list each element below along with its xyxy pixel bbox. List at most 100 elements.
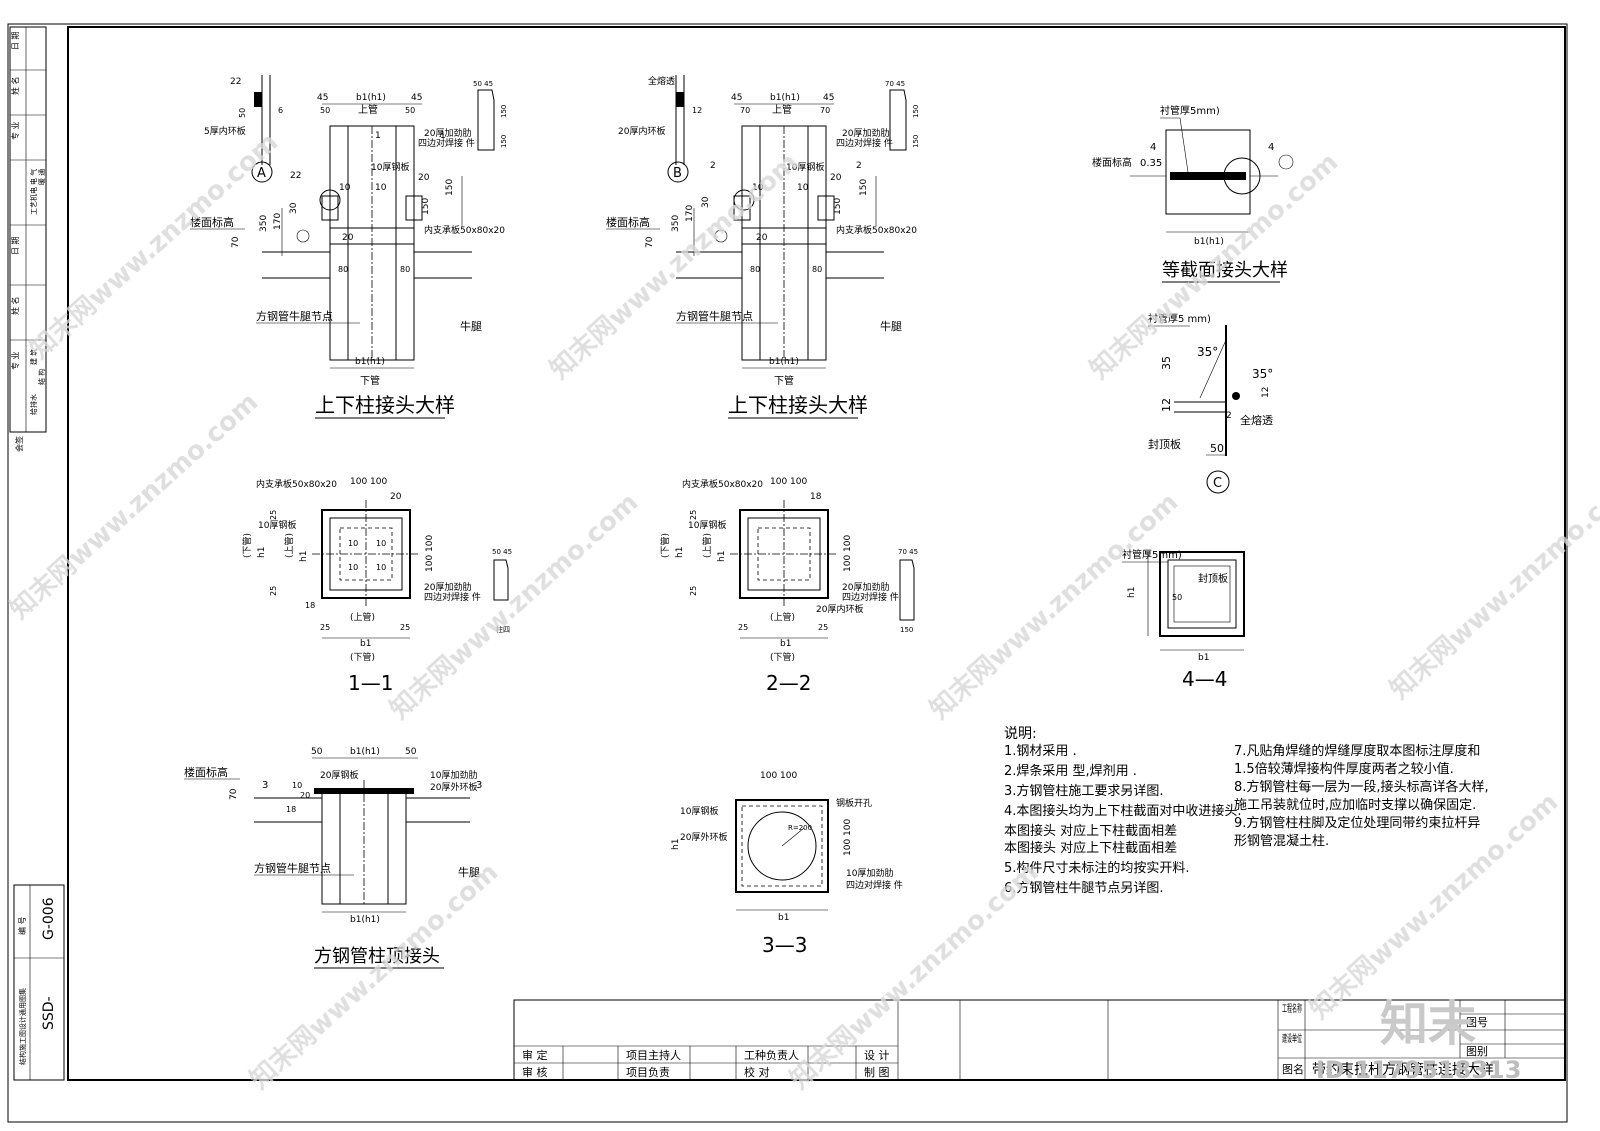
view-b-d20b: 20 (756, 233, 768, 243)
view-a-bracket: 牛腿 (460, 319, 482, 333)
s22-d25d: 25 (818, 623, 828, 632)
view-b-support: 内支承板50x80x20 (836, 224, 917, 236)
s22-d100a: 100 (770, 477, 787, 487)
s44-h1: h1 (1127, 587, 1137, 598)
s22-b1: b1 (780, 639, 791, 649)
tb-project-leader: 项目主持人 (626, 1048, 681, 1062)
s11-stiff: 20厚加劲肋 (424, 581, 471, 593)
top-d20: 20 (300, 791, 310, 800)
view-b-top-weld: 全熔透 (648, 75, 675, 87)
view-a-d22: 22 (290, 171, 301, 181)
view-a-d45b: 45 (411, 93, 422, 103)
strip-arch: 建 筑 (29, 349, 38, 365)
s11-d10d: 10 (376, 563, 386, 572)
strip-major-2: 专 业 (10, 351, 20, 370)
view-b-d30: 30 (701, 196, 711, 208)
view-c-liner: 衬管厚5 mm) (1148, 312, 1211, 325)
view-b-plate: 10厚钢板 (786, 161, 824, 173)
strip-major-1: 专 业 (10, 121, 20, 140)
view-column-top-joint: 50 b1(h1) 50 楼面标高 70 3 3 10 20 20厚钢板 10厚… (184, 747, 482, 969)
note-left-4: 4.本图接头均为上下柱截面对中收进接头. (1004, 803, 1242, 819)
view-b-stiff: 20厚加劲肋 (842, 127, 889, 139)
view-b-d150b: 150 (833, 198, 843, 215)
view-c-d2: 2 (1226, 411, 1232, 421)
s22-h1b: h1 (717, 551, 727, 562)
view-a-upper: 上管 (358, 103, 378, 116)
view-c-full: 全熔透 (1240, 413, 1273, 427)
s44-d50: 50 (1172, 593, 1182, 602)
view-equal-floor: 楼面标高 (1092, 156, 1132, 169)
top-ring: 20厚外环板 (430, 781, 477, 793)
strip-atlas-value: SSD- (41, 996, 57, 1030)
strip-atlas-label: 结构施工图设计通用图集 (18, 988, 27, 1065)
s11-support: 内支承板50x80x20 (256, 478, 337, 490)
note-right-5: 9.方钢管柱柱脚及定位处理同带约束拉杆异 (1234, 815, 1480, 831)
note-right-4: 施工吊装就位时,应加临时支撑以确保固定. (1234, 797, 1476, 813)
view-a-d70: 70 (231, 236, 241, 248)
top-bracket: 牛腿 (458, 865, 480, 879)
view-b-d45a: 45 (731, 93, 742, 103)
view-a-support: 内支承板50x80x20 (424, 224, 505, 236)
view-equal-section-joint: 衬管厚5mm) 楼面标高 0.35 4 4 b1(h1) 等截面接头大样 (1092, 104, 1294, 283)
s11-upper: (上管) (283, 533, 295, 558)
view-b-b1-top: b1(h1) (770, 93, 800, 103)
view-b-d350: 350 (671, 215, 681, 232)
view-a-d50a: 50 (320, 106, 330, 115)
s33-d100c: 100 (843, 839, 853, 856)
tb-check: 审 核 (522, 1065, 548, 1079)
tb-sheet-no: 图号 (1466, 1016, 1488, 1029)
wm-6: 知末网www.znzmo.com (925, 487, 1185, 725)
view-a-lower: 下管 (360, 374, 380, 387)
s11-w: 柱四 (496, 625, 510, 634)
s22-stiff: 20厚加劲肋 (842, 581, 889, 593)
strip-elec: 电 气 (29, 169, 38, 185)
view-a-sec1b: 1 (440, 131, 446, 141)
wm-1: 知末网www.znzmo.com (25, 127, 285, 365)
view-b-sec2: 2 (710, 161, 716, 171)
title-block: 审 定 审 核 项目主持人 项目负责 工种负责人 校 对 设 计 制 图 工程名… (513, 999, 1566, 1081)
s11-h1b: h1 (299, 551, 309, 562)
s11-d25c: 25 (320, 623, 330, 632)
strip-hvac: 暖 通 (37, 169, 46, 185)
s11-d5045: 50 45 (492, 548, 512, 556)
s11-h1: h1 (257, 547, 267, 558)
view-b-d150c: 150 (912, 105, 920, 118)
view-b-stiff2: 四边对焊接 件 (836, 137, 893, 149)
view-b-d80a: 80 (750, 265, 760, 274)
note-left-8: 6.方钢管柱牛腿节点另详图. (1004, 880, 1164, 896)
view-b-floor: 楼面标高 (606, 215, 650, 229)
s11-d10b: 10 (376, 539, 386, 548)
s11-d100c: 100 (425, 535, 435, 552)
s22-upper2: (上管) (770, 611, 795, 623)
strip-struct: 结 构 (37, 369, 46, 385)
s22-support: 内支承板50x80x20 (682, 478, 763, 490)
view-a-d30: 30 (289, 202, 299, 214)
view-c-a35b: 35° (1252, 367, 1273, 381)
s22-plate: 10厚钢板 (688, 519, 726, 531)
wm-id: ID:1179518313 (1316, 1056, 1521, 1084)
view-b-lower: 下管 (774, 374, 794, 387)
s11-upper2: (上管) (350, 611, 375, 623)
tb-client: 建设单位 (1282, 1032, 1302, 1045)
top-d70: 70 (229, 788, 239, 800)
s33-plate: 10厚钢板 (680, 805, 718, 817)
view-a-d45a: 45 (317, 93, 328, 103)
left-countersign-strip: 日 期 姓 名 专 业 电 气 暖 通 工艺机电 日 期 姓 名 专 业 建 筑… (9, 26, 65, 1081)
view-b-sec2b: 2 (856, 161, 862, 171)
view-a-d350: 350 (259, 215, 269, 232)
top-plate20: 20厚钢板 (320, 769, 358, 781)
top-b1b: b1(h1) (350, 915, 380, 925)
view-b-d80b: 80 (812, 265, 822, 274)
tb-drawing-name-label: 图名 (1282, 1062, 1304, 1076)
view-a-top-weld: 22 (230, 77, 241, 87)
note-right-3: 8.方钢管柱每一层为一段,接头标高详各大样, (1234, 779, 1489, 795)
view-section-1-1: 内支承板50x80x20 100 100 20 10厚钢板 25 25 (下管)… (241, 477, 512, 695)
s11-d10a: 10 (348, 539, 358, 548)
s22-d7045: 70 45 (898, 548, 918, 556)
view-b-d170: 170 (685, 205, 695, 222)
view-b-d10b: 10 (797, 183, 809, 193)
view-a-b1-bot: b1(h1) (355, 357, 385, 367)
s11-d100b: 100 (370, 477, 387, 487)
view-c-a35: 35° (1197, 345, 1218, 359)
view-b-d7045: 70 45 (885, 80, 905, 88)
